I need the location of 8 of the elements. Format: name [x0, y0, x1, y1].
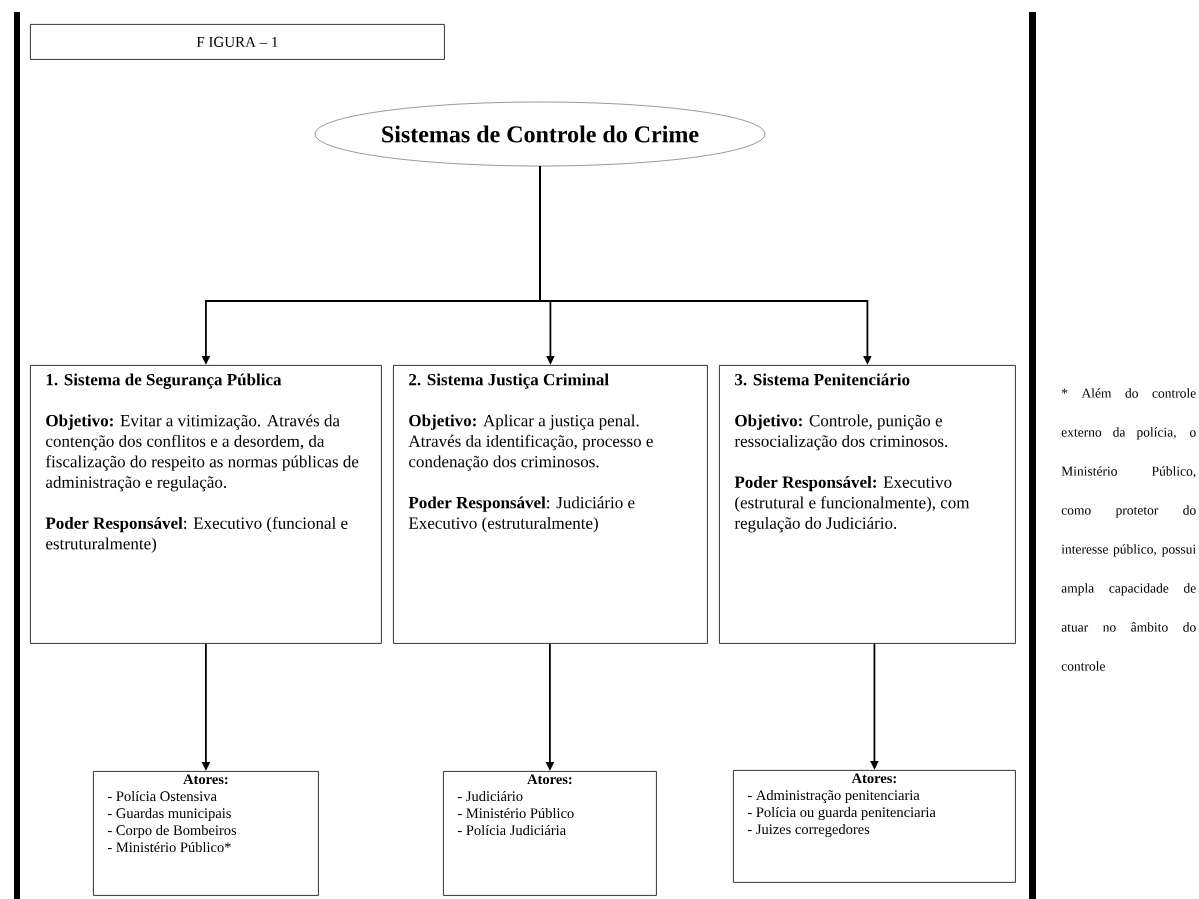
- actors-box: Atores: - Administração penitenciaria - Polícia ou guarda penitenciaria - Juizes corregedores: [733, 770, 1016, 883]
- system-box: 1. Sistema de Segurança Pública Objetivo: Evitar a vitimização. Através da contenção dos conflitos e a desordem, da fiscalização do respeito as normas públicas de administração e regulação. Poder Responsável: Executivo (funcional e estruturalmente): [30, 365, 382, 644]
- actors-box: Atores: - Polícia Ostensiva - Guardas municipais - Corpo de Bombeiros - Ministério Público*: [93, 771, 319, 896]
- figure-label-box: F IGURA – 1: [30, 24, 445, 60]
- system-box: 3. Sistema Penitenciário Objetivo: Controle, punição e ressocialização dos criminosos. Poder Responsável: Executivo (estrutural e funcionalmente), com regulação do Judiciário.: [719, 365, 1016, 644]
- actors-box: Atores: - Judiciário - Ministério Público - Polícia Judiciária: [443, 771, 657, 896]
- footnote-text: * Além do controle externo da polícia, o Ministério Público, como protetor do interesse público, possui ampla capacidade de atuar no âmbito do controle: [1061, 388, 1196, 671]
- system-box: 2. Sistema Justiça Criminal Objetivo: Aplicar a justiça penal. Através da identificação, processo e condenação dos criminosos. Poder Responsável: Judiciário e Executivo (estruturalmente): [393, 365, 708, 644]
